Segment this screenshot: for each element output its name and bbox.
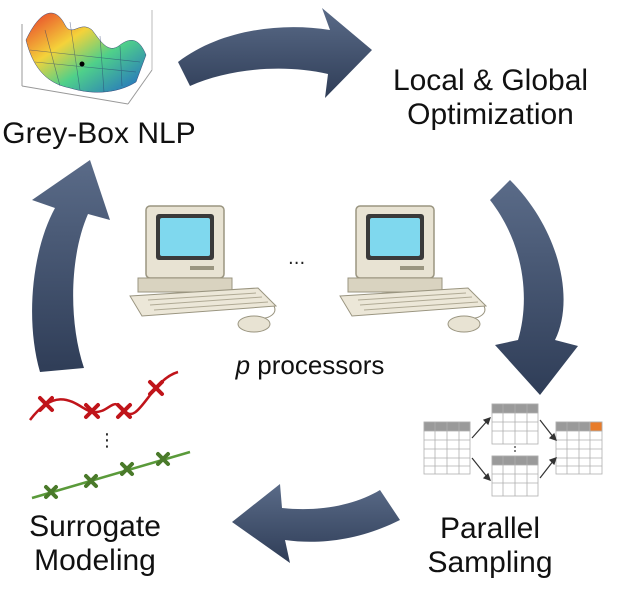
green-surrogate-curve xyxy=(31,450,191,500)
stage-label-sampling: Parallel Sampling xyxy=(410,512,570,580)
arrow-top xyxy=(178,8,372,98)
arrow-bottom xyxy=(232,484,400,563)
stage-label-sampling-line2: Sampling xyxy=(427,546,553,579)
processors-ellipsis: ... xyxy=(288,248,306,269)
stage-label-modeling: Surrogate Modeling xyxy=(20,510,170,578)
table-arrows xyxy=(471,417,557,481)
stage-label-optimization-line1: Local & Global xyxy=(392,64,589,97)
stage-label-optimization-line2: Optimization xyxy=(407,98,574,131)
arrow-left xyxy=(32,160,110,372)
red-surrogate-curve xyxy=(29,370,179,421)
processors-text: processors xyxy=(257,350,385,380)
stage-label-nlp: Grey-Box NLP xyxy=(0,117,198,151)
arrow-right xyxy=(490,180,578,395)
stage-label-sampling-line1: Parallel xyxy=(439,512,541,545)
table-grid-icon xyxy=(423,403,603,497)
surrogate-ellipsis: ⋮ xyxy=(98,430,116,451)
computer-icon xyxy=(339,205,488,333)
processors-variable: p xyxy=(235,350,251,380)
stage-label-modeling-line2: Modeling xyxy=(34,544,156,577)
processors-label: p processors xyxy=(200,350,420,381)
stage-label-modeling-line1: Surrogate xyxy=(29,510,161,543)
stage-label-nlp-line1: Grey-Box NLP xyxy=(2,117,196,150)
stage-label-optimization: Local & Global Optimization xyxy=(368,64,613,132)
computer-icon xyxy=(129,205,278,333)
surface-plot-icon xyxy=(21,10,153,105)
